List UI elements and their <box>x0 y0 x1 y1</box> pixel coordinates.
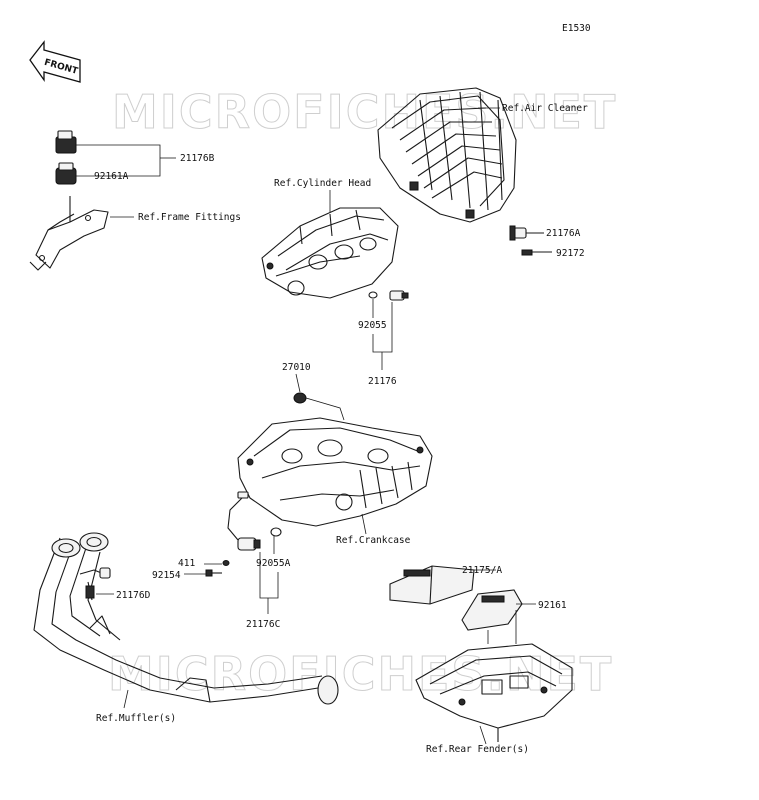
air-cleaner-part[interactable] <box>377 87 517 223</box>
label-92161: 92161 <box>538 600 567 611</box>
label-411: 411 <box>178 558 195 569</box>
diagram-code: E1530 <box>562 23 591 34</box>
frame-bracket-part[interactable] <box>29 196 109 271</box>
cylinder-head-part[interactable] <box>261 207 399 299</box>
label-ref-air-cleaner: Ref.Air Cleaner <box>502 103 588 114</box>
washer-92055a-part[interactable] <box>270 527 282 537</box>
label-21176a: 21176A <box>546 228 581 239</box>
watermark-bottom: MICROFICHES.NET <box>108 647 613 701</box>
label-92161a: 92161A <box>94 171 129 182</box>
washer-92055-part[interactable] <box>368 291 378 299</box>
label-92055: 92055 <box>358 320 387 331</box>
label-21176d: 21176D <box>116 590 151 601</box>
crankcase-part[interactable] <box>237 417 433 527</box>
bolt-92154-part[interactable] <box>205 569 222 577</box>
label-ref-rear-fenders: Ref.Rear Fender(s) <box>426 744 529 755</box>
label-ref-frame-fittings: Ref.Frame Fittings <box>138 212 241 223</box>
bracket-92161-part[interactable] <box>461 589 523 631</box>
sensor-21176a-part[interactable] <box>509 225 544 241</box>
label-21176b: 21176B <box>180 153 215 164</box>
label-ref-crankcase: Ref.Crankcase <box>336 535 411 546</box>
label-ref-mufflers: Ref.Muffler(s) <box>96 713 176 724</box>
label-27010: 27010 <box>282 362 311 373</box>
sensor-21176c-part[interactable] <box>227 491 261 551</box>
label-92154: 92154 <box>152 570 181 581</box>
label-21176: 21176 <box>368 376 397 387</box>
label-92055a: 92055A <box>256 558 291 569</box>
washer-411-part[interactable] <box>222 560 230 566</box>
ecu-21175a-part[interactable] <box>389 565 475 605</box>
label-21175a: 21175/A <box>462 565 502 576</box>
label-ref-cylinder-head: Ref.Cylinder Head <box>274 178 371 189</box>
exhaust-muffler-part[interactable] <box>33 532 339 705</box>
relay-21176b-part[interactable] <box>55 130 77 185</box>
sensor-21176-part[interactable] <box>389 290 409 301</box>
rear-fender-part[interactable] <box>415 643 573 742</box>
plug-27010-part[interactable] <box>293 392 307 404</box>
label-92172: 92172 <box>556 248 585 259</box>
label-21176c: 21176C <box>246 619 280 630</box>
bolt-92172-part[interactable] <box>521 249 552 256</box>
front-arrow-icon: FRONT <box>29 40 81 83</box>
sensor-21176d-part[interactable] <box>79 567 111 601</box>
watermark-top: MICROFICHES.NET <box>112 85 617 139</box>
